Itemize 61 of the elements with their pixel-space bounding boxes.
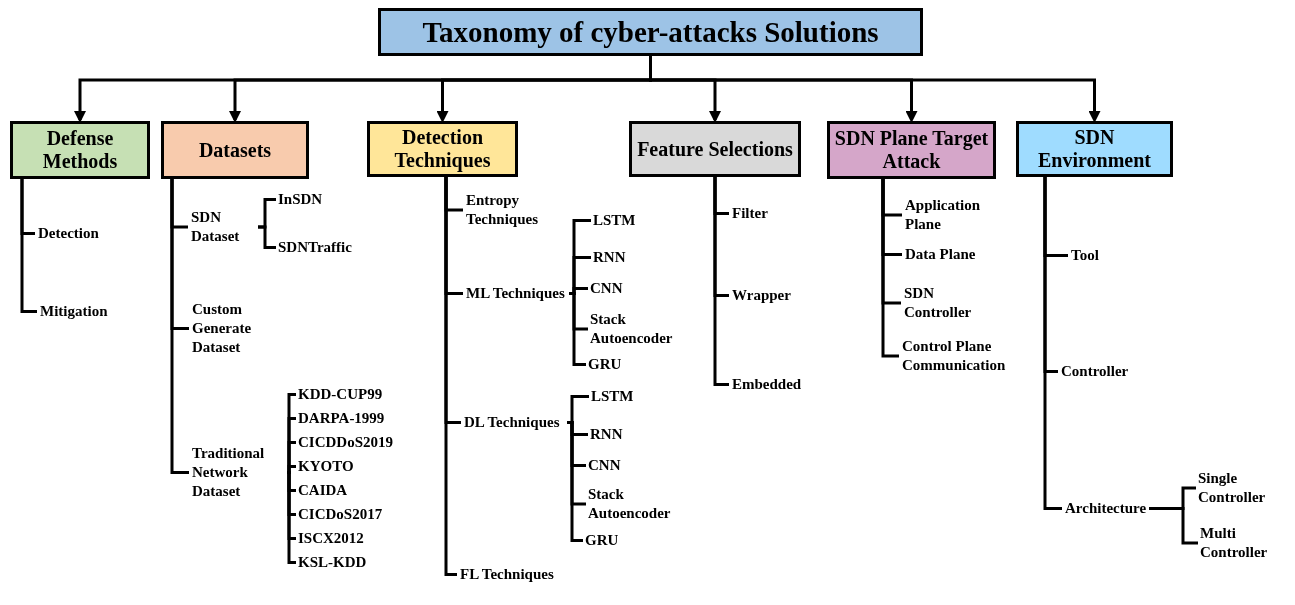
branch-label: Multi Controller [1200,524,1292,562]
branch-label: RNN [590,425,623,444]
branch-label: Control Plane Communication [902,337,1042,375]
branch-label: Wrapper [732,286,791,305]
category-box: Detection Techniques [367,121,518,177]
branch-label: Embedded [732,375,802,394]
branch-label: DARPA-1999 [298,409,385,428]
branch-label: Traditional Network Dataset [192,444,284,501]
branch-label: KYOTO [298,457,354,476]
connector-line [286,465,296,474]
branch-label: Detection [38,224,99,243]
branch-label: CAIDA [298,481,348,500]
branch-label: Stack Autoencoder [590,310,700,348]
connector-line [569,292,586,366]
connector-line [881,179,899,358]
branch-label: DL Techniques [464,413,564,432]
connector-line [170,179,189,474]
branch-label: LSTM [591,387,634,406]
branch-label: Tool [1071,246,1099,265]
branch-label: Mitigation [40,302,108,321]
branch-label: InSDN [278,190,323,209]
branch-label: ML Techniques [466,284,566,303]
connector-line [567,421,583,542]
branch-label: Custom Generate Dataset [192,300,274,357]
branch-label: CICDoS2017 [298,505,383,524]
branch-label: KDD-CUP99 [298,385,383,404]
branch-label: GRU [588,355,622,374]
category-box: SDN Plane Target Attack [827,121,996,179]
connector-line [258,225,276,249]
branch-label: SDN Controller [904,284,1004,322]
branch-label: FL Techniques [460,565,560,584]
branch-label: Single Controller [1198,469,1290,507]
branch-label: Application Plane [905,196,1005,234]
branch-label: Stack Autoencoder [588,485,698,523]
branch-label: CNN [590,279,623,298]
branch-label: CICDDoS2019 [298,433,393,452]
branch-label: Filter [732,204,768,223]
category-box: Defense Methods [10,121,150,179]
branch-label: Data Plane [905,245,976,264]
branch-label: SDN Dataset [191,208,255,246]
connector-line [713,177,729,386]
connector-line [1043,177,1062,510]
branch-label: LSTM [593,211,636,230]
title-box: Taxonomy of cyber-attacks Solutions [378,8,923,56]
branch-label: ISCX2012 [298,529,364,548]
connector-line [20,179,37,313]
branch-label: Architecture [1065,499,1147,518]
branch-label: RNN [593,248,626,267]
category-box: Datasets [161,121,309,179]
connector-line [444,177,457,576]
branch-label: Entropy Techniques [466,191,566,229]
connector-line [286,471,296,564]
category-box: SDN Environment [1016,121,1173,177]
connector-line [1149,507,1198,545]
branch-label: CNN [588,456,621,475]
branch-label: KSL-KDD [298,553,367,572]
branch-label: GRU [585,531,619,550]
branch-label: SDNTraffic [278,238,352,257]
arrow [649,56,1101,123]
branch-label: Controller [1061,362,1129,381]
category-box: Feature Selections [629,121,801,177]
